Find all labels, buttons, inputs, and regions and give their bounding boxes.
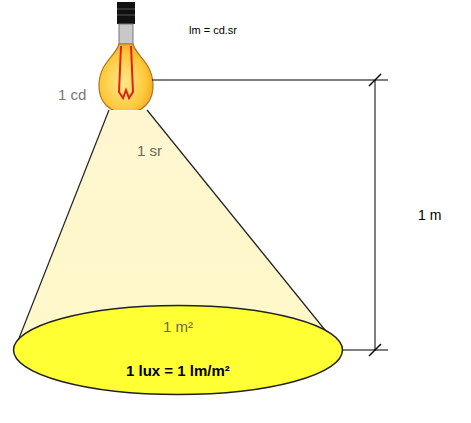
bulb-socket [117, 2, 135, 24]
dimension-line [375, 80, 376, 350]
dimension-label: 1 m [416, 207, 443, 223]
formula-label: lm = cd.sr [189, 24, 237, 36]
node-text: 1 sr [137, 142, 162, 159]
dimension-line [152, 80, 388, 81]
node-text: 1 lux = 1 lm/m² [126, 362, 230, 379]
dimension-line [342, 350, 388, 351]
illuminated-area: 1 m² 1 lux = 1 lm/m² [12, 304, 344, 396]
node-text: 1 m² [163, 318, 193, 335]
dimension-tick [369, 74, 381, 86]
intensity-label: 1 cd [58, 86, 86, 103]
bulb-base [119, 24, 133, 44]
dimension-tick [369, 344, 381, 356]
bulb-glass [99, 44, 153, 113]
ellipse-outline [12, 304, 344, 396]
bulb-filament [119, 46, 133, 98]
